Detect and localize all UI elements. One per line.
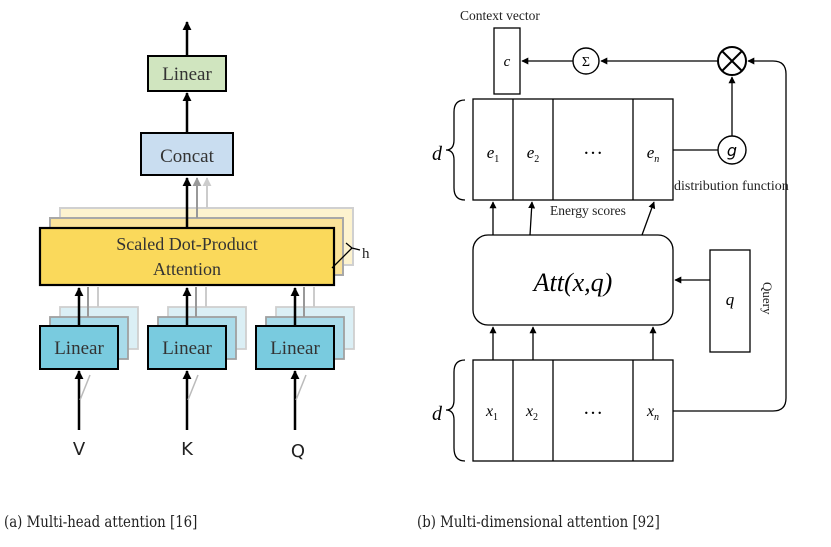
sum-symbol: Σ bbox=[582, 55, 590, 70]
input-k-label: K bbox=[181, 439, 194, 460]
input-cell-ellipsis: … bbox=[583, 397, 603, 419]
output-linear-block: Linear bbox=[147, 55, 227, 92]
linear-group-k: Linear K bbox=[147, 287, 247, 460]
linear-group-q: Linear Q bbox=[255, 287, 355, 462]
input-q-label: Q bbox=[291, 441, 305, 462]
panel-b-multi-dimensional-attention: Context vector c Σ d e1 e2 … en g bbox=[432, 8, 789, 462]
attention-label-line1: Scaled Dot-Product bbox=[116, 234, 257, 254]
input-cell-n: xn bbox=[646, 403, 659, 423]
caption-a: (a) Multi-head attention [16] bbox=[4, 513, 198, 531]
attention-label-line2: Attention bbox=[153, 259, 221, 279]
energy-cell-n: en bbox=[647, 143, 660, 165]
energy-cell-2: e2 bbox=[527, 143, 540, 165]
energy-scores-vector: e1 e2 … en bbox=[472, 98, 674, 201]
query-label: Query bbox=[760, 282, 775, 315]
context-symbol: c bbox=[504, 54, 511, 70]
panel-a-multi-head-attention: Linear Concat Scaled Dot-Product Attenti… bbox=[38, 21, 370, 462]
input-brace-icon bbox=[445, 359, 466, 462]
concat-block: Concat bbox=[140, 132, 234, 176]
input-cell-1: x1 bbox=[485, 403, 498, 423]
caption-b: (b) Multi-dimensional attention [92] bbox=[417, 513, 660, 531]
distribution-function-label: distribution function bbox=[674, 179, 789, 194]
output-linear-label: Linear bbox=[162, 64, 212, 85]
attention-function-label: Att(x,q) bbox=[532, 268, 613, 297]
input-to-multiply-loop bbox=[673, 57, 787, 412]
input-dimension-label: d bbox=[432, 403, 443, 425]
att-to-en-arrow bbox=[641, 201, 656, 236]
scaled-dot-product-attention-block: Scaled Dot-Product Attention bbox=[38, 226, 336, 287]
input-v-label: V bbox=[73, 439, 86, 460]
att-to-e2-arrow bbox=[528, 201, 536, 236]
multiply-icon bbox=[721, 50, 743, 72]
concat-label: Concat bbox=[160, 146, 215, 167]
energy-scores-label: Energy scores bbox=[550, 203, 626, 218]
linear-k-label: Linear bbox=[162, 338, 212, 359]
heads-bracket-icon bbox=[331, 242, 361, 269]
context-vector-box bbox=[493, 27, 521, 95]
input-vector: x1 x2 … xn bbox=[472, 359, 674, 462]
energy-brace-icon bbox=[445, 99, 466, 201]
energy-cell-1: e1 bbox=[487, 143, 500, 165]
energy-cell-ellipsis: … bbox=[583, 137, 603, 159]
distribution-symbol: g bbox=[727, 141, 737, 160]
attention-function-block bbox=[472, 234, 674, 326]
linear-group-v: Linear V bbox=[39, 287, 139, 460]
query-box bbox=[709, 249, 751, 353]
energy-dimension-label: d bbox=[432, 143, 443, 165]
context-vector-label: Context vector bbox=[460, 8, 540, 23]
input-cell-2: x2 bbox=[525, 403, 538, 423]
linear-q-label: Linear bbox=[270, 338, 320, 359]
query-symbol: q bbox=[726, 290, 735, 309]
heads-label: h bbox=[362, 246, 370, 262]
linear-v-label: Linear bbox=[54, 338, 104, 359]
